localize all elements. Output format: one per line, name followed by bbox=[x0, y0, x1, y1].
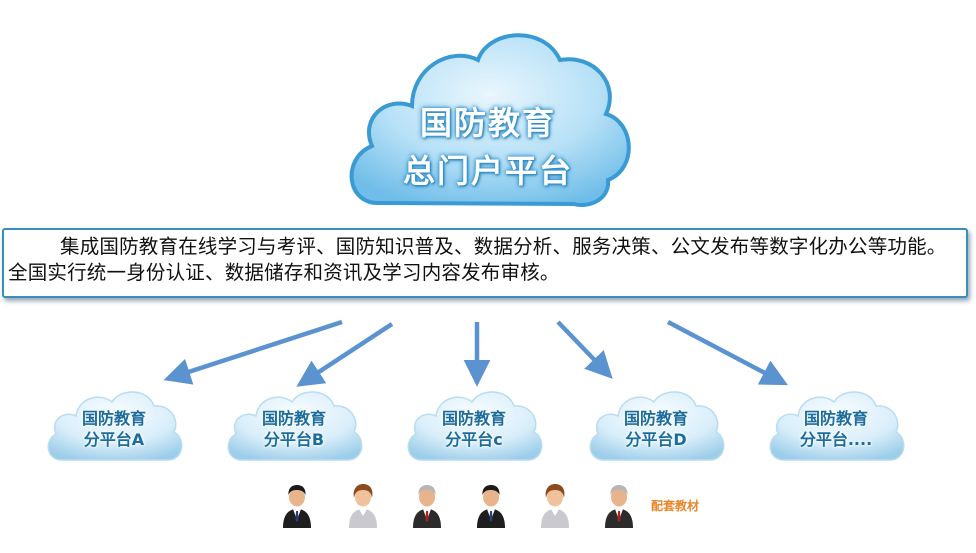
sub-platform-label-line1: 国防教育 bbox=[803, 409, 868, 428]
person-icon bbox=[410, 482, 444, 528]
person-icon bbox=[280, 482, 314, 528]
person-icon bbox=[538, 482, 572, 528]
arrow-icon bbox=[556, 320, 613, 379]
sub-platform-more: 国防教育 分平台.... bbox=[766, 384, 906, 466]
main-platform-title-line2: 总门户平台 bbox=[402, 152, 573, 190]
sub-platform-label-line2: 分平台A bbox=[83, 430, 145, 449]
materials-label: 配套教材 bbox=[651, 499, 700, 513]
cloud-icon bbox=[227, 391, 363, 461]
main-cloud-icon bbox=[349, 33, 631, 207]
sub-platform-label-line1: 国防教育 bbox=[261, 409, 326, 428]
sub-platform-label-line1: 国防教育 bbox=[81, 409, 146, 428]
description-box: 集成国防教育在线学习与考评、国防知识普及、数据分析、服务决策、公文发布等数字化办… bbox=[2, 228, 968, 298]
arrow-icon bbox=[296, 322, 394, 387]
cloud-icon bbox=[47, 391, 183, 461]
sub-platform-label-line1: 国防教育 bbox=[441, 409, 506, 428]
cloud-icon bbox=[589, 391, 725, 461]
main-platform-title-line1: 国防教育 bbox=[419, 104, 556, 142]
sub-platform-a: 国防教育 分平台A bbox=[44, 384, 184, 466]
cloud-icon bbox=[769, 391, 905, 461]
person-icon bbox=[346, 482, 380, 528]
sub-platform-label-line1: 国防教育 bbox=[623, 409, 688, 428]
sub-platform-label-line2: 分平台c bbox=[445, 430, 503, 449]
sub-platform-d: 国防教育 分平台D bbox=[586, 384, 726, 466]
description-text: 集成国防教育在线学习与考评、国防知识普及、数据分析、服务决策、公文发布等数字化办… bbox=[8, 235, 947, 284]
sub-platform-b: 国防教育 分平台B bbox=[224, 384, 364, 466]
sub-platform-label-line2: 分平台B bbox=[263, 430, 325, 449]
arrow-icon bbox=[163, 319, 343, 385]
sub-platform-label-line2: 分平台.... bbox=[799, 430, 873, 449]
arrow-icon bbox=[666, 320, 788, 386]
person-icon bbox=[474, 482, 508, 528]
person-icon bbox=[602, 482, 636, 528]
sub-platform-c: 国防教育 分平台c bbox=[404, 384, 544, 466]
sub-platform-label-line2: 分平台D bbox=[625, 430, 687, 449]
cloud-icon bbox=[407, 391, 543, 461]
